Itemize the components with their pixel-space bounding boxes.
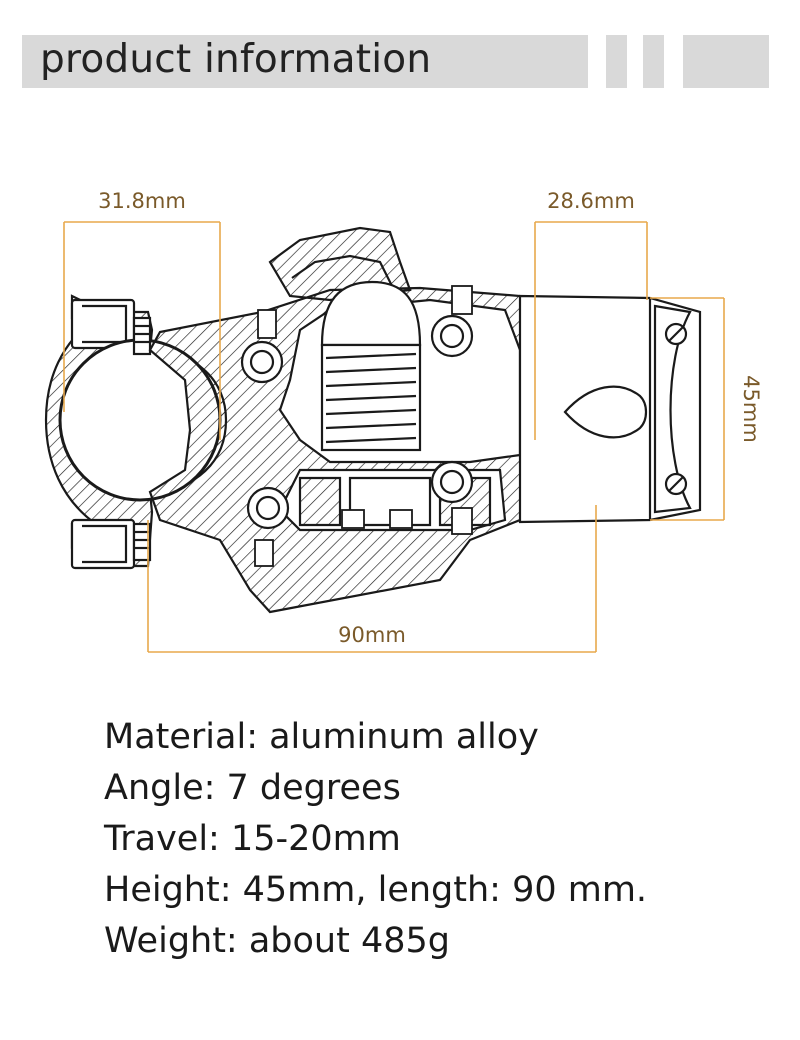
spec-dimensions: Height: 45mm, length: 90 mm.	[104, 870, 648, 910]
header-decoration-block	[643, 35, 664, 88]
spec-material: Material: aluminum alloy	[104, 717, 539, 757]
stem-technical-drawing: 31.8mm 28.6mm 45mm 90mm	[44, 189, 763, 653]
spec-weight: Weight: about 485g	[104, 921, 450, 961]
suspension-spring	[320, 280, 422, 452]
page-title: product information	[40, 37, 432, 82]
header-bar	[22, 35, 588, 88]
dimension-label-length: 90mm	[338, 623, 406, 647]
header-decoration-block	[606, 35, 627, 88]
steerer-clamp	[518, 294, 702, 524]
dimension-label-height: 45mm	[739, 375, 763, 443]
dimension-label-clamp: 31.8mm	[98, 189, 186, 213]
spec-list: Material: aluminum alloy Angle: 7 degree…	[104, 712, 647, 967]
set-screws	[254, 285, 473, 567]
header-decoration-block	[683, 35, 769, 88]
spec-angle: Angle: 7 degrees	[104, 768, 401, 808]
pivot-bolts	[240, 314, 474, 530]
dimension-lines	[63, 221, 725, 653]
dimension-label-steerer: 28.6mm	[547, 189, 635, 213]
spec-travel: Travel: 15-20mm	[104, 819, 401, 859]
